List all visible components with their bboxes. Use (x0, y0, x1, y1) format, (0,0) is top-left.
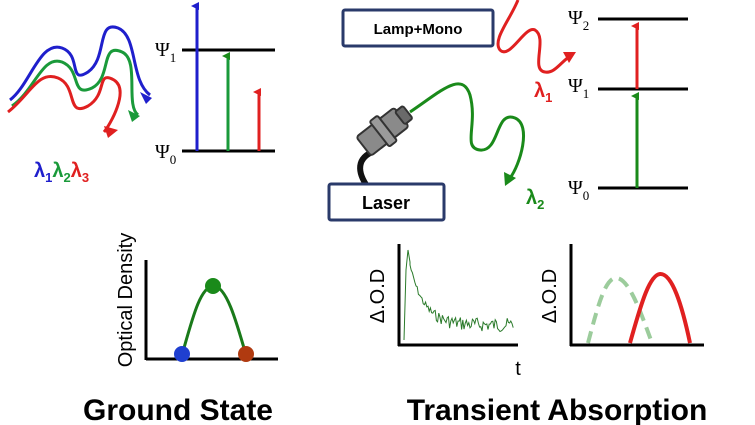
lambda3-ground: λ (71, 160, 82, 182)
lambda1-wave-arrowhead (563, 52, 576, 63)
ta-psi2-label: Ψ2 (568, 7, 589, 33)
blue-wave (9, 25, 152, 102)
laser-device: Laser (327, 105, 446, 222)
spectrum-ylabel: Δ.O.D (539, 269, 561, 323)
lambda2-wave-arrowhead (504, 172, 516, 186)
laser-label: Laser (362, 193, 410, 213)
lamp-mono-box: Lamp+Mono (341, 8, 495, 48)
od-ylabel: Optical Density (115, 233, 137, 368)
ta-energy-diagram: Ψ2 Ψ1 Ψ0 (568, 7, 688, 203)
ta-lambda2-label: λ2 (526, 187, 544, 212)
ta-psi1-label: Ψ1 (568, 75, 589, 101)
od-point-red (238, 346, 254, 362)
ta-psi0-label: Ψ0 (568, 177, 589, 203)
red-wave (7, 75, 122, 133)
lambda1-wave (496, 0, 573, 74)
blue-wave-arrowhead (140, 92, 152, 104)
ground-state-title: Ground State (83, 394, 273, 425)
lambda2-ground: λ (52, 160, 63, 182)
transient-absorption-title: Transient Absorption (407, 394, 708, 425)
od-curve (180, 284, 248, 356)
kinetics-xlabel: t (515, 358, 521, 380)
lambda1-ground: λ (34, 160, 45, 182)
ta-lambda1-label: λ1 (534, 80, 552, 105)
excited-absorption-curve (628, 272, 692, 344)
ground-bleach-dashed-curve (586, 276, 654, 344)
od-point-blue (174, 346, 190, 362)
ground-psi1-label: Ψ1 (155, 39, 176, 65)
wavy-beams-ground (7, 25, 152, 138)
spectrum-plot: Δ.O.D (539, 244, 704, 347)
kinetics-plot: Δ.O.D t (367, 244, 521, 380)
ground-lambda-labels: λ1λ2λ3 (34, 160, 89, 185)
lambda2-wave (409, 82, 525, 179)
lamp-mono-label: Lamp+Mono (374, 21, 463, 38)
ground-psi0-label: Ψ0 (155, 141, 176, 167)
optical-density-plot: Optical Density (115, 233, 278, 368)
green-wave-arrowhead (128, 110, 140, 122)
ground-energy-diagram: Ψ1 Ψ0 (155, 2, 275, 167)
green-wave (11, 48, 140, 117)
kinetics-ylabel: Δ.O.D (367, 269, 389, 323)
od-point-green (205, 278, 221, 294)
red-wave-arrowhead (104, 126, 118, 138)
kinetics-trace (403, 249, 514, 341)
